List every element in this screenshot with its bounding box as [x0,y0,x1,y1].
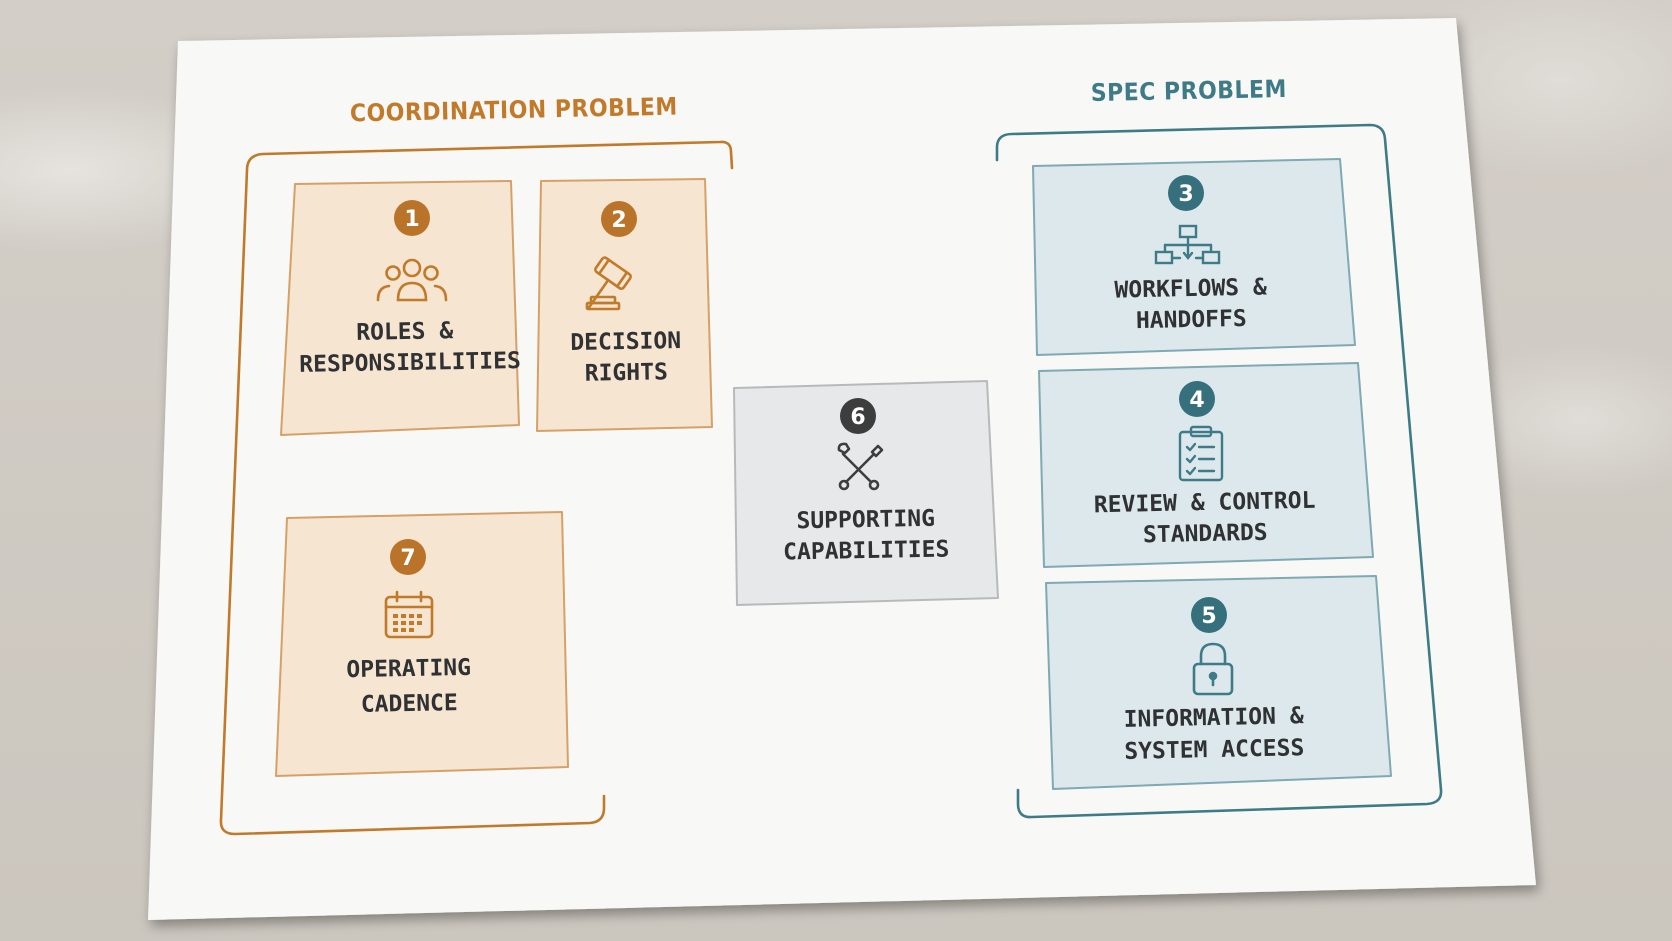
card-3-number: 3 [1178,182,1193,207]
card-7-label-line-1: OPERATING [346,654,472,684]
spec-group-bracket [995,123,1443,819]
card-workflows-handoffs [1032,158,1356,356]
card-review-control-standards [1038,362,1374,568]
card-7-badge: 7 [390,539,426,575]
card-6-label-line-1: SUPPORTING [796,505,936,535]
card-5-label-line-2: SYSTEM ACCESS [1124,735,1305,765]
wrench-screwdriver-icon [837,442,884,491]
coordination-group-bracket [219,140,734,836]
card-4-badge: 4 [1179,381,1215,417]
card-6-label: SUPPORTING CAPABILITIES [759,503,972,569]
card-5-badge: 5 [1191,597,1227,633]
card-5-number: 5 [1201,604,1216,629]
card-information-system-access [1045,575,1392,790]
card-6-label-line-2: CAPABILITIES [782,536,950,566]
card-3-label-line-1: WORKFLOWS & [1114,274,1268,304]
card-5-label: INFORMATION & SYSTEM ACCESS [1082,699,1345,768]
gavel-icon [585,256,632,311]
padlock-icon [1192,642,1234,696]
card-decision-rights [536,178,713,432]
card-4-number: 4 [1189,388,1204,413]
card-2-badge: 2 [601,201,637,237]
spec-group-title: SPEC PROBLEM [1091,76,1288,107]
card-1-badge: 1 [394,200,430,236]
calendar-icon [384,590,434,639]
card-roles-responsibilities [280,180,520,436]
card-7-number: 7 [400,546,415,571]
card-1-number: 1 [404,207,419,232]
card-2-label: DECISION RIGHTS [544,326,707,391]
card-1-label: ROLES & RESPONSIBILITIES [298,315,522,381]
card-4-label: REVIEW & CONTROL STANDARDS [1066,485,1343,553]
card-6-badge: 6 [840,398,876,434]
card-supporting-capabilities [733,380,999,606]
card-4-label-line-2: STANDARDS [1142,519,1268,549]
clipboard-checklist-icon [1178,425,1224,482]
card-4-label-line-1: REVIEW & CONTROL [1093,487,1316,519]
card-3-label-line-2: HANDOFFS [1135,305,1247,335]
card-operating-cadence [275,511,569,777]
card-2-label-line-1: DECISION [570,328,682,356]
card-2-number: 2 [611,208,626,233]
card-1-label-line-2: RESPONSIBILITIES [299,347,522,378]
card-6-number: 6 [850,405,865,430]
card-1-label-line-1: ROLES & [356,318,454,346]
people-group-icon [376,258,448,302]
card-7-label-line-2: CADENCE [360,690,458,718]
card-7-label: OPERATING CADENCE [297,650,520,724]
card-3-badge: 3 [1168,175,1204,211]
workflow-diagram-icon [1154,224,1221,265]
card-3-label: WORKFLOWS & HANDOFFS [1069,271,1312,338]
card-2-label-line-2: RIGHTS [584,359,669,387]
